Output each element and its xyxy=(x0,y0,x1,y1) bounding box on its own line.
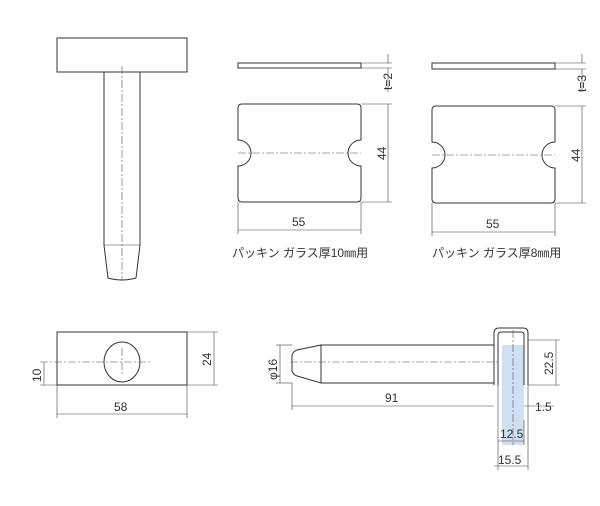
inner-width-label: 12.5 xyxy=(500,427,524,441)
thickness-label: t=2 xyxy=(381,73,395,90)
side-view: φ16 91 22.5 1.5 12.5 15.5 xyxy=(266,327,560,470)
width-label: 55 xyxy=(486,217,500,231)
outer-width-label: 15.5 xyxy=(498,453,522,467)
gasket-caption: パッキン ガラス厚8㎜用 xyxy=(432,246,561,260)
bracket-height-label: 22.5 xyxy=(542,351,556,375)
diameter-label: φ16 xyxy=(266,359,280,380)
width-label: 58 xyxy=(114,400,128,414)
gasket-8mm-drawing: t=3 44 55 パッキン ガラス厚8㎜用 xyxy=(431,54,589,260)
width-label: 55 xyxy=(292,215,306,229)
gasket-caption: パッキン ガラス厚10㎜用 xyxy=(232,246,368,260)
glass-area xyxy=(502,345,524,445)
wall-thickness-label: 1.5 xyxy=(535,400,552,414)
front-view: 24 10 58 xyxy=(30,331,218,418)
height-label: 44 xyxy=(569,148,583,162)
pin-top-view xyxy=(56,37,188,281)
gasket-10mm-drawing: t=2 44 55 パッキン ガラス厚10㎜用 xyxy=(232,54,395,260)
height-label: 44 xyxy=(375,146,389,160)
thickness-label: t=3 xyxy=(575,75,589,92)
hole-offset-label: 10 xyxy=(30,368,44,382)
height-label: 24 xyxy=(200,352,214,366)
length-label: 91 xyxy=(385,391,399,405)
